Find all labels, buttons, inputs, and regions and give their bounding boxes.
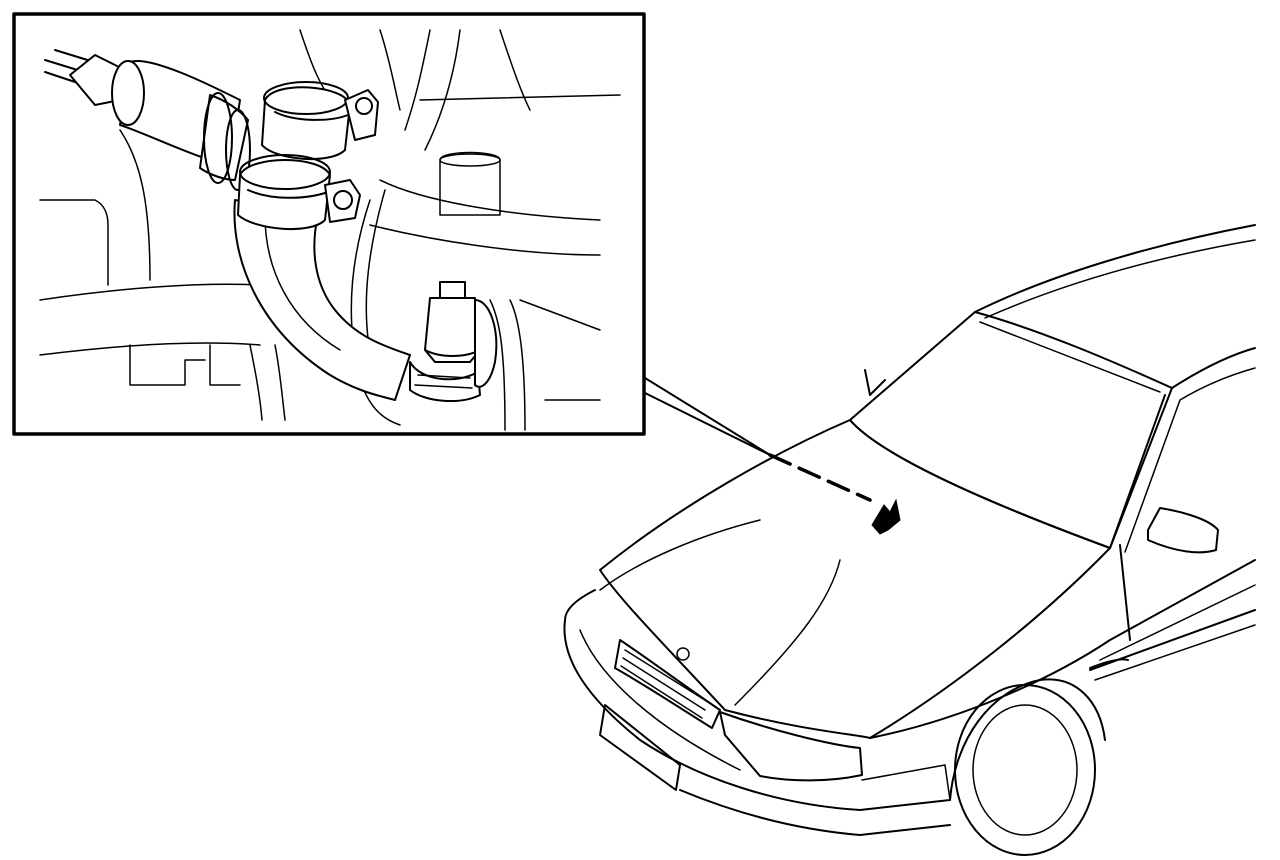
car-body xyxy=(563,224,1256,856)
front-wheel xyxy=(949,678,1106,856)
hose-clamp-upper xyxy=(261,81,379,161)
detail-inset-frame xyxy=(12,12,646,436)
sensor-connector xyxy=(409,281,498,402)
engine-bay-background xyxy=(39,29,621,431)
grille xyxy=(614,639,721,729)
hose-connector xyxy=(44,49,251,191)
location-marker xyxy=(871,498,901,535)
hood-emblem xyxy=(676,647,690,661)
callout-leader xyxy=(644,377,872,502)
detail-inset xyxy=(12,12,646,436)
side-mirror xyxy=(1147,507,1219,554)
headlight xyxy=(719,711,863,782)
front-bumper xyxy=(563,619,951,811)
hose-clamp-lower xyxy=(237,154,361,231)
hood xyxy=(599,419,1111,739)
curved-hose xyxy=(233,199,411,401)
